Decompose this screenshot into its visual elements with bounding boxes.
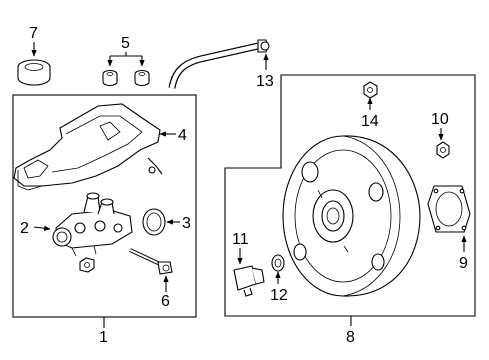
callout-8: 8 [346,329,355,346]
callout-5: 5 [121,35,130,52]
callout-13: 13 [256,73,274,90]
callout-3: 3 [182,215,191,232]
brake-fluid-reservoir [13,103,163,191]
booster-assembly-frame [224,74,476,317]
callout-7: 7 [29,25,38,42]
callout-6: 6 [161,293,170,310]
leader-2 [33,225,51,231]
master-cylinder [52,192,133,257]
grommet-left [102,69,118,87]
brake-booster [282,135,421,297]
callout-12: 12 [270,287,288,304]
push-rod [129,248,173,275]
vacuum-hose [168,39,270,89]
callout-1: 1 [99,329,108,346]
callout-14: 14 [361,113,379,130]
callout-10: 10 [431,111,449,128]
callout-5-bracket [109,52,143,64]
vacuum-sensor [233,265,265,297]
o-ring-seal [142,208,166,236]
callout-9: 9 [459,255,468,272]
sensor-grommet [271,254,285,272]
nut-right [436,141,450,159]
callout-11: 11 [232,231,249,248]
reservoir-cap [17,59,51,86]
booster-gasket [427,185,471,233]
nut [79,257,95,273]
callout-4: 4 [178,127,187,144]
mounting-nut [363,81,378,99]
callout-2: 2 [20,220,29,237]
grommet-right [134,69,150,87]
